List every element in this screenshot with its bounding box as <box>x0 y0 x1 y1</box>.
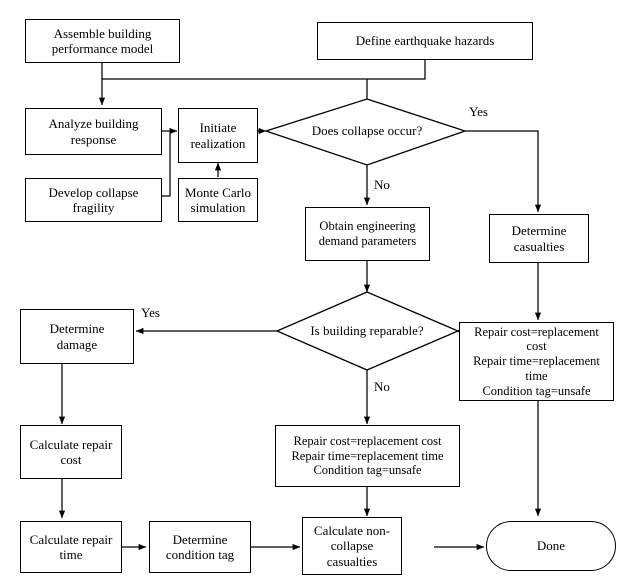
node-determine-condition-tag[interactable]: Determine condition tag <box>149 521 251 573</box>
node-done[interactable]: Done <box>486 521 616 571</box>
node-line: demand parameters <box>318 234 417 248</box>
node-line: Calculate repair <box>29 531 113 547</box>
node-is-building-reparable[interactable]: Is building reparable? <box>287 319 447 343</box>
node-line: Does collapse occur? <box>311 123 423 139</box>
node-line: Repair cost=replacement <box>474 324 599 339</box>
edge-label-yes-reparable: Yes <box>141 305 160 320</box>
node-determine-damage[interactable]: Determine damage <box>20 309 134 364</box>
node-line: Obtain engineering <box>319 219 416 234</box>
node-line: Initiate <box>199 120 237 136</box>
node-line: collapse <box>330 538 374 554</box>
node-line: Repair time=replacement <box>473 354 600 369</box>
decision-shape-reparable <box>275 291 460 371</box>
node-obtain-engineering-demand-parameters[interactable]: Obtain engineering demand parameters <box>305 207 430 261</box>
node-line: cost <box>526 339 547 354</box>
node-replacement-right[interactable]: Repair cost=replacement cost Repair time… <box>459 322 614 401</box>
node-assemble-building-performance-model[interactable]: Assemble building performance model <box>25 19 180 63</box>
node-line: Condition tag=unsafe <box>313 463 422 478</box>
node-line: Repair time=replacement time <box>291 448 444 463</box>
node-calculate-non-collapse-casualties[interactable]: Calculate non- collapse casualties <box>302 517 402 575</box>
node-line: Calculate repair <box>29 436 113 452</box>
edge-hazards-rail <box>102 60 426 80</box>
node-line: fragility <box>72 200 115 215</box>
node-line: Assemble building <box>53 25 152 41</box>
node-line: realization <box>190 135 246 151</box>
node-line: casualties <box>326 553 378 569</box>
node-line: simulation <box>190 200 246 215</box>
node-line: damage <box>56 336 98 352</box>
node-line: Define earthquake hazards <box>355 33 495 49</box>
node-line: casualties <box>513 238 565 254</box>
node-line: Analyze building <box>48 116 139 132</box>
node-line: Determine <box>172 531 228 547</box>
node-line: Is building reparable? <box>310 323 424 339</box>
edge-fragility-initiate <box>162 131 171 197</box>
node-line: Determine <box>511 223 567 239</box>
edge-label-no-reparable: No <box>374 379 390 394</box>
node-line: Done <box>536 538 566 554</box>
node-define-earthquake-hazards[interactable]: Define earthquake hazards <box>317 22 533 60</box>
node-determine-casualties[interactable]: Determine casualties <box>489 214 589 263</box>
node-develop-collapse-fragility[interactable]: Develop collapse fragility <box>25 178 162 222</box>
decision-shape-collapse <box>263 98 468 166</box>
edge-collapse-yes-casualties <box>465 130 542 213</box>
node-line: response <box>70 131 117 147</box>
edge-label-yes-collapse: Yes <box>469 104 488 119</box>
node-monte-carlo-simulation[interactable]: Monte Carlo simulation <box>178 178 258 222</box>
node-line: condition tag <box>165 547 235 562</box>
node-analyze-building-response[interactable]: Analyze building response <box>25 108 162 155</box>
node-line: Repair cost=replacement cost <box>293 433 442 448</box>
edge-label-no-collapse: No <box>374 177 390 192</box>
node-line: Monte Carlo <box>184 184 252 200</box>
node-line: performance model <box>51 41 154 56</box>
node-line: Calculate non- <box>313 523 391 538</box>
node-line: Develop collapse <box>48 184 139 200</box>
node-line: cost <box>60 452 82 467</box>
node-replacement-mid[interactable]: Repair cost=replacement cost Repair time… <box>275 425 460 487</box>
node-line: time <box>525 368 548 383</box>
node-line: Condition tag=unsafe <box>482 383 591 398</box>
node-calculate-repair-cost[interactable]: Calculate repair cost <box>20 425 122 479</box>
node-calculate-repair-time[interactable]: Calculate repair time <box>20 521 122 573</box>
node-does-collapse-occur[interactable]: Does collapse occur? <box>277 118 457 144</box>
node-initiate-realization[interactable]: Initiate realization <box>178 108 258 163</box>
node-line: Determine <box>49 321 105 337</box>
node-line: time <box>59 547 83 562</box>
